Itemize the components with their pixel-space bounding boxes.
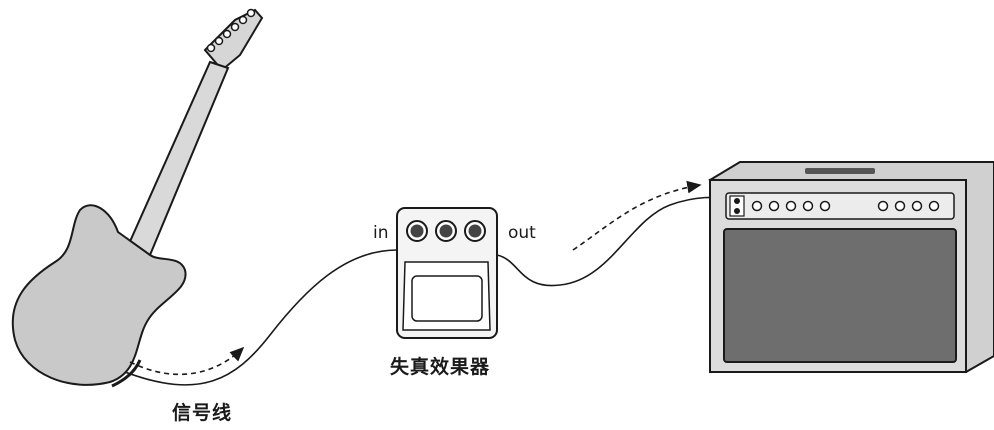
amp-grille bbox=[723, 228, 957, 363]
guitar-icon bbox=[11, 8, 264, 388]
cable-name-label: 信号线 bbox=[172, 402, 233, 424]
pedal-out-label: out bbox=[508, 223, 536, 243]
guitar-amplifier-icon bbox=[708, 161, 994, 374]
pedal-name-label: 失真效果器 bbox=[390, 356, 491, 378]
pedal-knobs bbox=[406, 220, 486, 242]
signal-arrow-1 bbox=[129, 346, 245, 376]
cable-guitar-to-pedal bbox=[124, 249, 398, 386]
distortion-pedal-icon bbox=[396, 207, 498, 339]
pedal-in-label: in bbox=[373, 223, 389, 243]
signal-arrow-2 bbox=[572, 180, 702, 251]
cable-pedal-to-amp bbox=[496, 196, 736, 287]
